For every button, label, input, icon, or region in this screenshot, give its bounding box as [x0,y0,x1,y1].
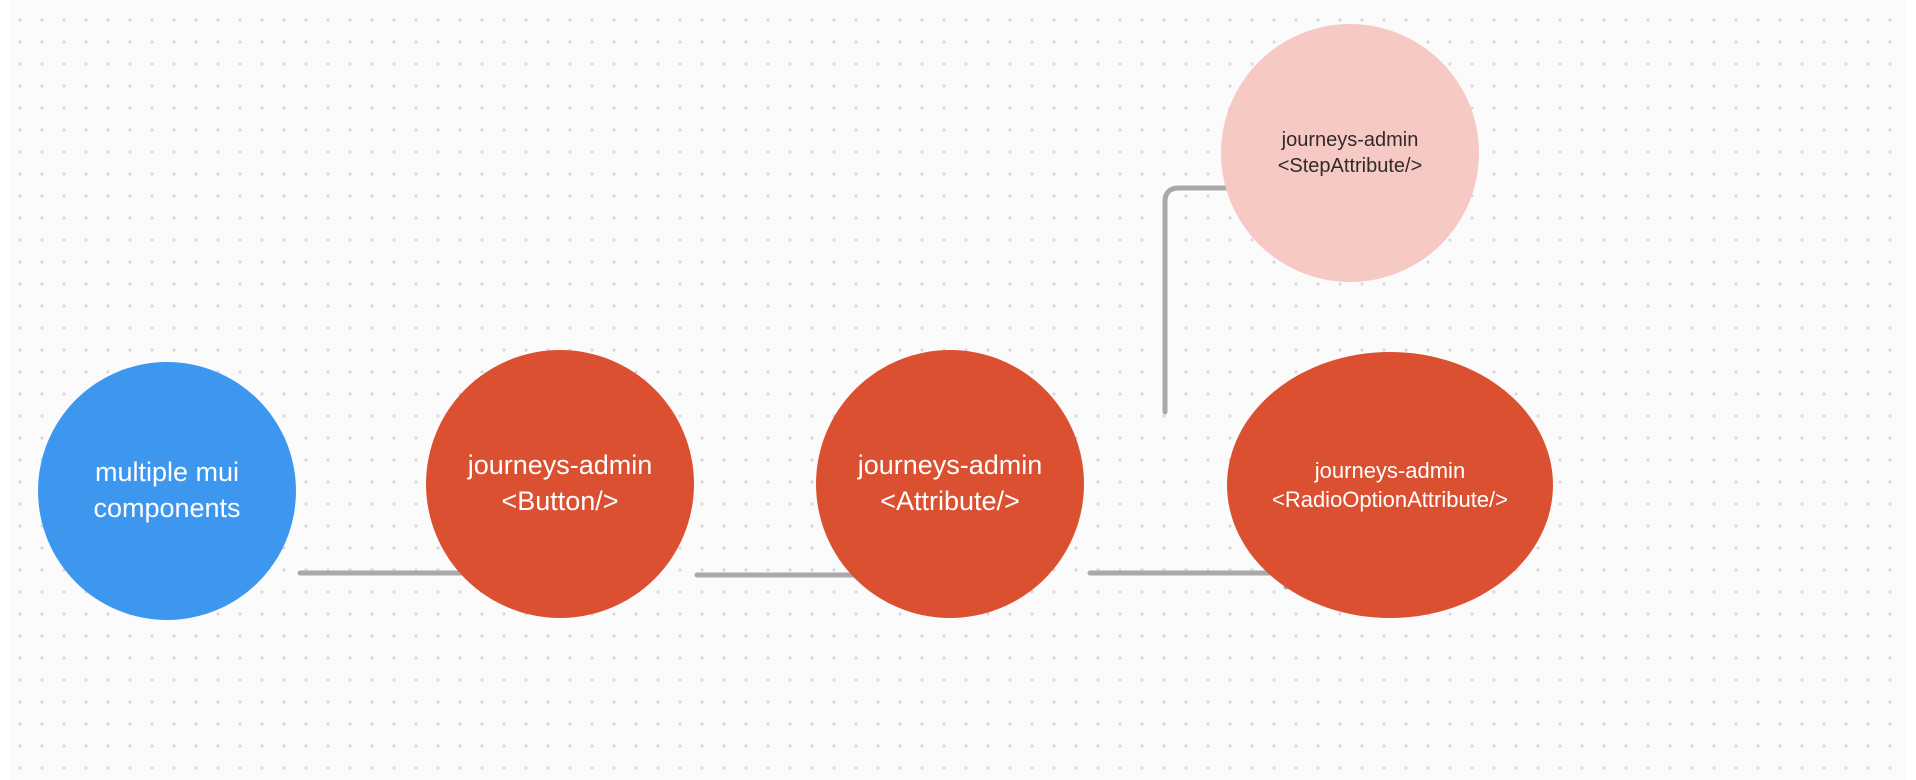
node-journeys-admin-step-attribute[interactable]: journeys-admin <StepAttribute/> [1221,24,1479,282]
node-label-line2: <Attribute/> [880,486,1020,516]
node-label-line1: journeys-admin [857,450,1043,481]
node-label-line1: journeys-admin [1281,128,1419,151]
node-label-line2: <StepAttribute/> [1277,155,1423,177]
canvas-left-gutter [0,0,10,780]
canvas-right-gutter [1906,0,1916,780]
node-label-line2: <Button/> [501,486,619,516]
node-journeys-admin-button[interactable]: journeys-admin <Button/> [426,350,694,618]
node-multiple-mui-components[interactable]: multiple mui components [38,362,296,620]
node-journeys-admin-attribute[interactable]: journeys-admin <Attribute/> [816,350,1084,618]
node-label-line2: <RadioOptionAttribute/> [1271,487,1509,512]
node-label-line2: components [93,493,241,523]
node-label-line1: journeys-admin [467,450,653,481]
node-label-line1: journeys-admin [1314,457,1466,483]
node-label-line1: multiple mui [94,457,240,488]
node-journeys-admin-radio-option-attribute[interactable]: journeys-admin <RadioOptionAttribute/> [1227,352,1553,618]
